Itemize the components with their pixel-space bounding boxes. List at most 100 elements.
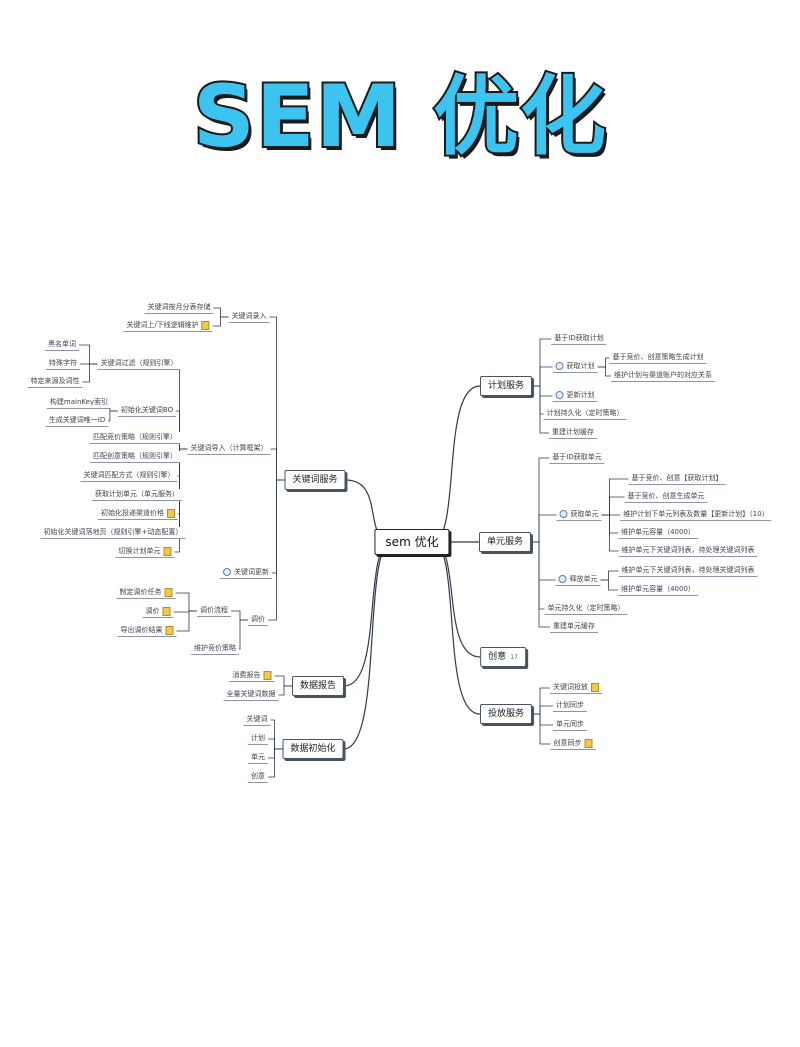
node-label: 维护竞价策略 (194, 644, 236, 652)
connector-tj (268, 479, 285, 621)
connector-cs-2 (268, 738, 283, 750)
mindmap-node-tj-3[interactable]: 导出调价结果 (117, 625, 177, 637)
mindmap-node-dy-5[interactable]: 重建单元缓存 (550, 621, 598, 633)
mindmap-node-pp-cy[interactable]: 匹配创意策略（规则引擎） (90, 451, 180, 463)
expand-circle-icon (558, 575, 567, 583)
mindmap-node-gjc-ldr-1[interactable]: 关键词按月分表存储 (144, 302, 214, 314)
mindmap-node-sj-1[interactable]: 消费报告 (229, 670, 275, 682)
connector-gl-3 (82, 363, 98, 383)
node-label: 数据报告 (299, 681, 337, 691)
mindmap-node-qh-dy[interactable]: 切换计划单元 (115, 546, 175, 558)
mindmap-node-tffw[interactable]: 投放服务 (479, 704, 533, 724)
connector-gl-1 (79, 344, 98, 365)
mindmap-node-sjcsh[interactable]: 数据初始化 (282, 739, 344, 759)
connector-dy-4 (531, 541, 545, 610)
mindmap-node-dy-3a[interactable]: 维护单元下关键词列表，待处理关键词列表 (618, 565, 758, 577)
mindmap-node-jh-2[interactable]: 获取计划 (552, 361, 598, 373)
mindmap-node-pp-cl[interactable]: 匹配竞价策略（规则引擎） (90, 432, 180, 444)
mindmap-node-dy-2a[interactable]: 基于竞价、创意【获取计划】 (628, 473, 726, 485)
node-label: 基于竞价、创意生成单元 (627, 492, 705, 500)
mindmap-node-dyfw[interactable]: 单元服务 (478, 532, 532, 552)
mindmap-node-cs-3[interactable]: 单元 (248, 752, 268, 764)
mindmap-node-gjc-ldr-2[interactable]: 关键词上/下线逻辑维护 (123, 320, 213, 332)
mindmap-node-tf-2[interactable]: 计划同步 (553, 700, 587, 712)
node-label: 单元同步 (556, 720, 584, 728)
mindmap-node-bo-1[interactable]: 构建mainKey索引 (46, 397, 112, 409)
connector-pp-cl (179, 437, 188, 450)
node-label: 维护单元容量（4000） (621, 528, 695, 536)
mindmap-node-root[interactable]: sem 优化 (374, 529, 450, 555)
mindmap-node-tj-wh[interactable]: 维护竞价策略 (191, 643, 239, 655)
mindmap-node-gjc-gx[interactable]: 关键词更新 (220, 567, 272, 579)
mindmap-node-dy-4[interactable]: 单元持久化（定时策略） (544, 603, 628, 615)
mindmap-node-dy-3[interactable]: 释放单元 (555, 574, 601, 586)
node-label: 更新计划 (566, 391, 595, 399)
connector-tj-1 (175, 592, 197, 612)
mindmap-node-dy-1[interactable]: 基于ID获取单元 (549, 452, 605, 464)
node-label: 调价 (145, 607, 160, 615)
node-label: 单元 (251, 753, 265, 761)
expand-circle-icon (555, 362, 564, 370)
mindmap-node-sjbg[interactable]: 数据报告 (291, 676, 345, 696)
mindmap-node-gjc-dr[interactable]: 关键词导入（计算框架） (187, 443, 271, 455)
node-label: 调价 (251, 615, 265, 623)
mindmap-node-hq-dy[interactable]: 获取计划单元（单元服务） (92, 489, 182, 501)
mindmap-node-pp-fs[interactable]: 关键词匹配方式（规则引擎） (80, 470, 178, 482)
mindmap-node-gl-3[interactable]: 特定来源及词性 (27, 376, 83, 388)
mindmap-node-cs-4[interactable]: 创意 (248, 771, 268, 783)
mindmap-node-cs-1[interactable]: 关键词 (243, 714, 271, 726)
mindmap-node-tj-lc[interactable]: 调价流程 (197, 605, 231, 617)
mindmap-node-jh-2a[interactable]: 基于竞价、创意策略生成计划 (609, 352, 707, 364)
mindmap-node-cs-2[interactable]: 计划 (248, 733, 268, 745)
mindmap-node-jh-1[interactable]: 基于ID获取计划 (551, 333, 607, 345)
mindmap-node-tj-1[interactable]: 制定调价任务 (116, 587, 176, 599)
node-label: 重建计划缓存 (552, 428, 594, 436)
connector-gjc-ldr-1 (213, 307, 229, 318)
node-label: 初始化投递渠道价格 (101, 509, 164, 517)
mindmap-node-dy-2d[interactable]: 维护单元容量（4000） (618, 527, 698, 539)
node-label: 导出调价结果 (120, 626, 163, 634)
node-label: 计划 (251, 734, 265, 742)
connector-sj-1 (274, 675, 292, 687)
connector-sj-2 (278, 685, 292, 696)
mindmap-node-jh-3[interactable]: 更新计划 (552, 390, 598, 402)
connector-dy-2e (601, 514, 619, 552)
mindmap-node-gjc-ldr[interactable]: 关键词录入 (228, 311, 270, 323)
mindmap-node-dy-2e[interactable]: 维护单元下关键词列表，待处理关键词列表 (618, 545, 758, 557)
connector-gjc-gx (272, 479, 285, 574)
mindmap-node-bo-2[interactable]: 生成关键词唯一ID (45, 415, 109, 427)
connector-cs-1 (270, 719, 283, 750)
mindmap-node-sj-2[interactable]: 全量关键词数据 (223, 689, 279, 701)
mindmap-node-dy-2[interactable]: 获取单元 (556, 509, 602, 521)
mindmap-node-tj-2[interactable]: 调价 (142, 606, 174, 618)
mindmap-node-dy-2b[interactable]: 基于竞价、创意生成单元 (624, 491, 708, 503)
node-label: 关键词匹配方式（规则引擎） (83, 471, 175, 479)
mindmap-node-csh-bo[interactable]: 初始化关键词BO (117, 405, 177, 417)
node-label: 匹配创意策略（规则引擎） (93, 452, 177, 460)
connector-dy-3b (600, 579, 619, 591)
mindmap-node-csh-xl[interactable]: 初始化关键词落地页（规则引擎+动态配置） (40, 527, 186, 539)
mindmap-node-jh-2b[interactable]: 维护计划与渠道账户的对应关系 (611, 370, 715, 382)
mindmap-node-gl-2[interactable]: 特殊字符 (46, 358, 80, 370)
mindmap-node-gjc-fw[interactable]: 关键词服务 (284, 470, 346, 490)
mindmap-node-tf-4[interactable]: 创意同步 (550, 738, 596, 750)
connector-gjc-gl (179, 363, 188, 450)
mindmap-node-tf-3[interactable]: 单元同步 (553, 719, 587, 731)
node-label: 单元持久化（定时策略） (547, 604, 625, 612)
mindmap-node-gl-1[interactable]: 黑名单词 (45, 339, 79, 351)
node-label: 初始化关键词BO (120, 406, 174, 414)
mindmap-node-csh-tj[interactable]: 初始化投递渠道价格 (98, 508, 178, 520)
mindmap-node-jhfw[interactable]: 计划服务 (479, 376, 533, 396)
mindmap-node-jh-4[interactable]: 计划持久化（定时策略） (543, 408, 627, 420)
mindmap-node-jh-5[interactable]: 重建计划缓存 (549, 427, 597, 439)
connector-bo-1 (109, 402, 118, 412)
mindmap-node-gjc-gl[interactable]: 关键词过滤（规则引擎） (97, 358, 181, 370)
mindmap-node-tj[interactable]: 调价 (248, 614, 268, 626)
node-label: 关键词服务 (292, 475, 338, 485)
mindmap-node-dy-2c[interactable]: 维护计划下单元列表及数量【更新计划】（10） (620, 509, 772, 521)
mindmap-node-dy-3b[interactable]: 维护单元容量（4000） (618, 584, 698, 596)
connector-jhfw (431, 385, 481, 543)
mindmap-node-tf-1[interactable]: 关键词投放 (550, 682, 602, 694)
